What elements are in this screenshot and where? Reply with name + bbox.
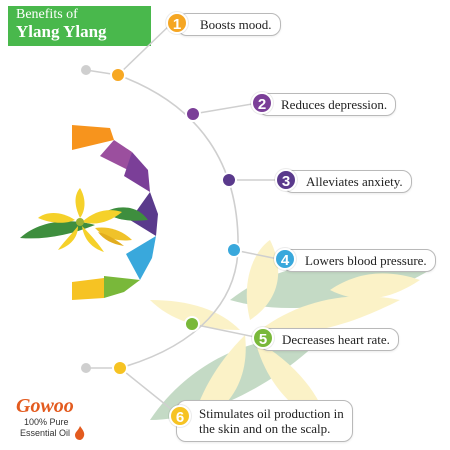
arc-dot-4 <box>226 242 242 258</box>
arc-dot-6 <box>112 360 128 376</box>
brand-name: Gowoo <box>16 395 74 417</box>
benefit-6-line-1: Stimulates oil production in <box>199 406 344 421</box>
page-subtitle: Benefits of <box>16 7 78 22</box>
brand-logo: Gowoo 100% Pure Essential Oil <box>16 395 86 445</box>
benefit-5-number: 5 <box>252 327 274 349</box>
benefit-1-number: 1 <box>166 12 188 34</box>
benefit-5-label: Decreases heart rate. <box>259 328 399 351</box>
connector-end-dot <box>81 65 91 75</box>
benefit-6-line-2: the skin and on the scalp. <box>199 421 331 436</box>
benefit-3-label: Alleviates anxiety. <box>283 170 412 193</box>
benefit-4-label: Lowers blood pressure. <box>282 249 436 272</box>
page-title: Ylang Ylang <box>16 22 107 41</box>
arc-dot-3 <box>221 172 237 188</box>
brand-tagline-line-1: 100% Pure <box>24 417 69 427</box>
connector-end-dot <box>81 363 91 373</box>
brand-tagline-line-2: Essential Oil <box>20 428 71 438</box>
benefit-3-number: 3 <box>275 169 297 191</box>
arc-dot-5 <box>184 316 200 332</box>
arc-dot-1 <box>110 67 126 83</box>
benefit-2-number: 2 <box>251 92 273 114</box>
benefit-2-label: Reduces depression. <box>258 93 397 116</box>
title-banner <box>8 6 151 46</box>
benefit-1-label: Boosts mood. <box>177 13 281 36</box>
benefit-4-number: 4 <box>274 248 296 270</box>
benefit-6-number: 6 <box>169 405 191 427</box>
benefit-6-label: Stimulates oil production in the skin an… <box>176 400 353 442</box>
arc-dot-2 <box>185 106 201 122</box>
flame-icon <box>75 426 85 440</box>
